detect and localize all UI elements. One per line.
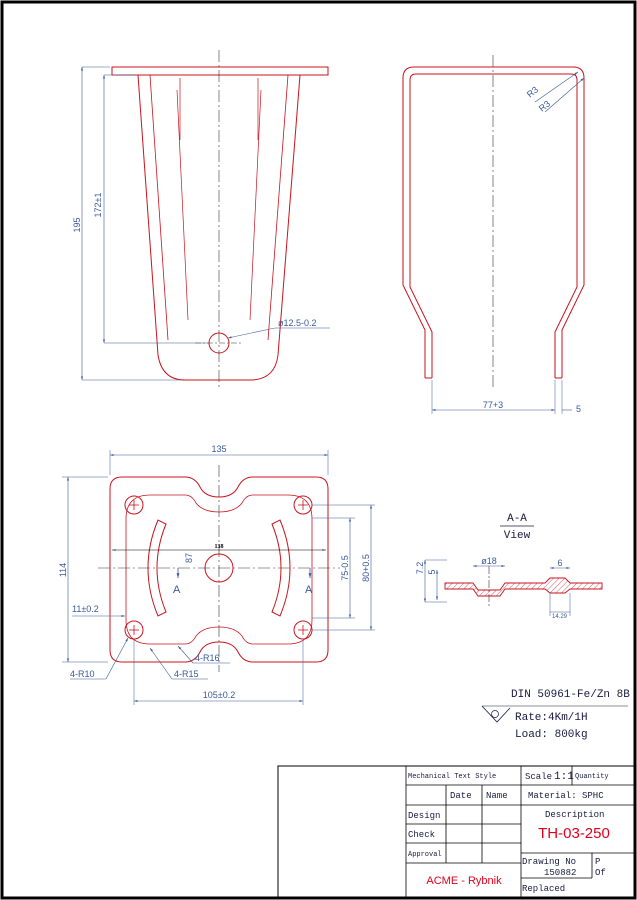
- mount-hole-bl: [124, 620, 144, 640]
- tb-date-label: Date: [450, 791, 472, 801]
- dim-r15: 4-R15: [174, 669, 199, 679]
- tb-material: Material: SPHC: [528, 791, 604, 801]
- tb-approval-label: Approval: [408, 851, 442, 859]
- tb-design-label: Design: [408, 811, 440, 821]
- dim-14-29: 14.29: [552, 614, 568, 620]
- leader-hole: [227, 327, 276, 339]
- tb-name-label: Name: [486, 791, 508, 801]
- front-view: 195 172±1 ø12.5-0.2: [72, 50, 330, 390]
- section-marker-right: A: [305, 584, 313, 596]
- tb-description-label: Description: [545, 810, 604, 820]
- tb-scale-value: 1:1: [554, 771, 574, 783]
- tb-part-number: TH-03-250: [538, 825, 610, 842]
- dim-5-section: 5: [427, 569, 437, 574]
- note-load: Load: 800kg: [515, 729, 588, 741]
- dim-hole-dia: ø12.5-0.2: [278, 318, 317, 328]
- dim-75: 75-0.5: [340, 555, 350, 581]
- tb-drawing-no-label: Drawing No: [522, 857, 576, 867]
- tb-text-style: Mechanical Text Style: [408, 773, 496, 781]
- section-marker-left: A: [173, 584, 181, 596]
- surface-symbol-icon: [481, 705, 511, 723]
- note-rate: Rate:4Km/1H: [515, 712, 588, 724]
- front-flange: [111, 66, 329, 76]
- dim-105: 105±0.2: [203, 690, 235, 700]
- dim-138: 138: [215, 544, 224, 550]
- dim-80: 80+0.5: [361, 554, 371, 582]
- dim-114: 114: [58, 563, 68, 577]
- dim-r3-inner: R3: [537, 98, 552, 113]
- dim-r3-outer: R3: [525, 84, 540, 99]
- section-view: A-A View 7.2 5 ø18 6 14.29: [415, 513, 603, 620]
- side-outer: [402, 66, 585, 378]
- side-view: R3 R3 77+3 5: [402, 55, 585, 414]
- dim-77: 77+3: [483, 400, 503, 410]
- tb-of-label: Of: [595, 868, 606, 878]
- tb-check-label: Check: [408, 830, 435, 840]
- tb-scale-label: Scale: [525, 772, 552, 782]
- dim-5-thickness: 5: [576, 404, 581, 414]
- title-block: Mechanical Text Style Scale 1:1 Quantity…: [277, 765, 636, 899]
- section-profile: [444, 577, 603, 597]
- note-standard: DIN 50961-Fe/Zn 8B: [511, 689, 630, 701]
- dim-135: 135: [211, 444, 226, 454]
- dim-87: 87: [184, 553, 194, 563]
- side-inner: [409, 73, 578, 378]
- section-title: A-A: [507, 513, 527, 525]
- section-subtitle: View: [504, 530, 531, 542]
- tb-quantity-label: Quantity: [575, 773, 609, 781]
- tb-company: ACME - Rybnik: [426, 875, 502, 887]
- tb-replaced-label: Replaced: [522, 884, 565, 894]
- dim-r16: 4-R16: [195, 653, 220, 663]
- tb-drawing-no: 150882: [544, 868, 576, 878]
- dim-7-2: 7.2: [415, 562, 425, 575]
- dim-r10: 4-R10: [70, 669, 95, 679]
- dim-6: 6: [557, 558, 562, 568]
- tb-p-label: P: [595, 857, 600, 867]
- front-body-outline: [137, 74, 301, 381]
- notes: DIN 50961-Fe/Zn 8B Rate:4Km/1H Load: 800…: [481, 689, 630, 741]
- dim-195: 195: [72, 217, 82, 232]
- mount-hole-tl: [124, 495, 144, 515]
- dim-172: 172±1: [93, 193, 103, 218]
- plan-view: 138 87 A A 135 114 75-0.5 80+0.5 11±0.2 …: [58, 444, 375, 705]
- dim-dia18: ø18: [481, 556, 497, 566]
- dim-11: 11±0.2: [72, 604, 99, 614]
